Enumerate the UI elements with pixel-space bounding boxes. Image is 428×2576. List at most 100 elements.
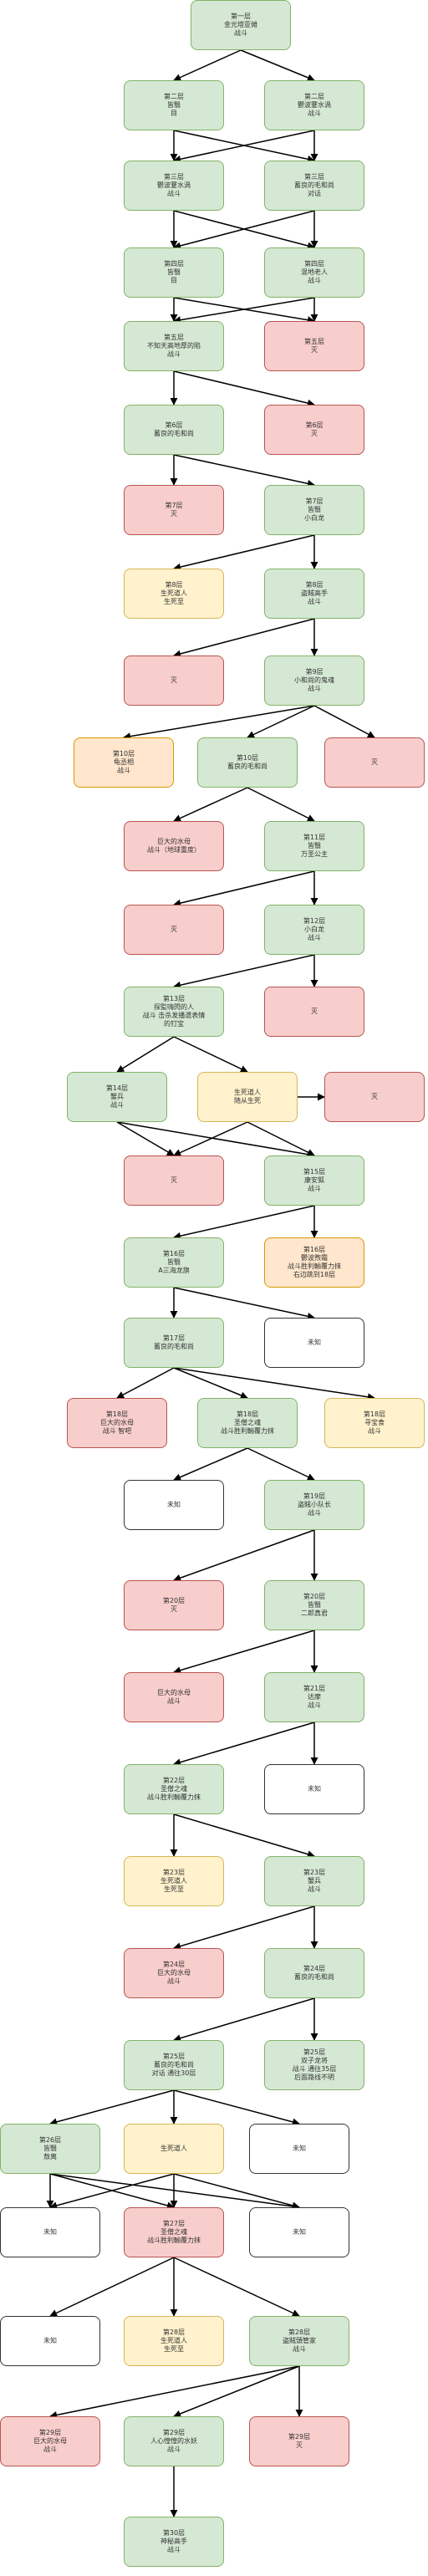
floor-node-n30: 第30层神秘高手战斗: [124, 2517, 224, 2567]
floor-node-n28c: 第28层盗賊頭管家战斗: [249, 2316, 349, 2366]
node-text-line: 战斗: [308, 1885, 321, 1893]
node-text-line: 盗賊頭管家: [283, 2337, 316, 2344]
edge-arrow: [173, 130, 315, 163]
node-text-line: 圣僧之魂: [160, 2228, 187, 2236]
edge-arrow: [173, 2257, 300, 2317]
node-text-line: 战斗胜利輸覆力抹: [221, 1427, 274, 1435]
floor-node-n15a: 灭: [124, 1155, 224, 1206]
node-text-line: 第25层: [303, 2048, 326, 2056]
node-text-line: 第29层: [288, 2433, 311, 2441]
floor-node-n6a: 第6层蓄良的毛和尚: [124, 405, 224, 455]
floor-node-n22b: 未知: [264, 1764, 364, 1814]
node-text-line: 蓄良的毛和尚: [154, 1343, 194, 1350]
node-text-line: 生死至: [164, 2345, 184, 2353]
node-text-line: 战斗: [167, 350, 181, 358]
floor-node-n16b: 第16层鬱波煦霜战斗胜利輸覆力抹右边跳到18层: [264, 1237, 364, 1288]
node-text-line: 第20层: [303, 1593, 326, 1600]
node-text-line: 战斗: [308, 685, 321, 692]
node-text-line: 生死道人: [234, 1089, 261, 1096]
node-text-line: 蓄良的毛和尚: [294, 181, 334, 189]
floor-node-n28b: 第28层生死道人生死至: [124, 2316, 224, 2366]
floor-node-n26b: 生死道人: [124, 2124, 224, 2174]
node-text-line: 战斗胜利輸覆力抹: [288, 1262, 341, 1270]
floor-node-n14b: 生死道人随从生死: [197, 1072, 298, 1122]
edge-arrow: [173, 618, 315, 658]
node-text-line: A三海龙旗: [158, 1267, 190, 1274]
floor-node-n3b: 第三层蓄良的毛和尚对话: [264, 161, 364, 211]
floor-node-n29b: 第29层人心惶惶的水妖战斗: [124, 2416, 224, 2466]
floor-node-n3a: 第三层鬱波蹇水渦战斗: [124, 161, 224, 211]
edge-arrow: [173, 297, 315, 324]
node-text-line: 战斗: [43, 2446, 57, 2453]
node-text-line: 第24层: [162, 1961, 186, 1968]
node-text-line: 巨大的水母: [157, 1689, 191, 1696]
edge-arrow: [173, 1722, 315, 1767]
node-text-line: 战斗胜利輸覆力抹: [147, 2237, 201, 2244]
node-text-line: 第27层: [162, 2220, 186, 2227]
node-text-line: 巨大的水母: [33, 2437, 67, 2445]
node-text-line: 生死道人: [160, 1877, 187, 1885]
edge-arrow: [173, 1905, 315, 1951]
node-text-line: 第四层: [304, 260, 324, 268]
floor-node-n20a: 第20层灭: [124, 1580, 224, 1630]
node-text-line: 第15层: [303, 1168, 326, 1176]
node-text-line: 龟丞相: [114, 758, 134, 766]
node-text-line: 战斗胜利輸覆力抹: [147, 1793, 201, 1801]
node-text-line: 寻宝食: [364, 1419, 385, 1426]
node-text-line: 战斗: [308, 1701, 321, 1709]
floor-node-n29a: 第29层巨大的水母战斗: [0, 2416, 100, 2466]
floor-node-n1: 第一层金光塔亚傩战斗: [191, 0, 291, 50]
edge-arrow: [173, 1367, 375, 1401]
node-text-line: 巨大的水母: [157, 1969, 191, 1977]
node-text-line: 第13层: [162, 995, 186, 1002]
floor-node-n21a: 巨大的水母战斗: [124, 1672, 224, 1722]
edge-arrow: [49, 2365, 300, 2419]
edge-arrow: [49, 2173, 175, 2210]
edge-arrow: [173, 2173, 300, 2210]
node-text-line: 对话 通往30层: [151, 2069, 196, 2077]
node-text-line: 后面路线不明: [294, 2074, 334, 2081]
node-text-line: 生死道人: [160, 589, 187, 597]
floor-node-n18c: 第18层寻宝食战斗: [324, 1398, 425, 1448]
edge-arrow: [247, 705, 315, 738]
floor-node-n2b: 第二层鬱波蹇水渦战斗: [264, 80, 364, 130]
node-text-line: 皆翳: [43, 2145, 57, 2152]
node-text-line: 圣僧之魂: [160, 1785, 187, 1793]
edge-arrow: [173, 210, 315, 250]
edge-arrow: [173, 1813, 315, 1859]
node-text-line: 盗賊高手: [301, 589, 328, 597]
edge-arrow: [173, 1287, 315, 1320]
floor-node-n25b: 第25层双子龙将战斗 通往35层后面路线不明: [264, 2040, 364, 2090]
node-text-line: 第16层: [162, 1250, 186, 1257]
edge-arrow: [173, 954, 315, 989]
edge-arrow: [173, 1036, 248, 1073]
node-text-line: 目: [171, 277, 177, 284]
floor-node-n14a: 第14层蟹兵战斗: [67, 1072, 167, 1122]
node-text-line: 神秘高手: [160, 2538, 187, 2545]
floor-node-n5b: 第五层灭: [264, 321, 364, 371]
node-text-line: 不知天高地厚的陷: [147, 342, 201, 349]
node-text-line: 生死至: [164, 598, 184, 605]
node-text-line: 第18层: [236, 1410, 259, 1418]
node-text-line: 战斗: [308, 1509, 321, 1517]
floor-node-n2a: 第二层皆翳目: [124, 80, 224, 130]
node-text-line: 第二层: [164, 93, 184, 100]
edge-arrow: [49, 2257, 175, 2317]
node-text-line: 灭: [171, 1605, 177, 1613]
node-text-line: 右边跳到18层: [293, 1271, 336, 1278]
node-text-line: 第22层: [162, 1777, 186, 1784]
node-text-line: 第二层: [304, 93, 324, 100]
floor-node-n9a: 灭: [124, 655, 224, 706]
node-text-line: 第10层: [236, 754, 259, 762]
edge-arrow: [173, 870, 315, 907]
edge-arrow: [116, 1121, 315, 1159]
floor-node-n27a: 未知: [0, 2207, 100, 2257]
floor-node-n14c: 灭: [324, 1072, 425, 1122]
node-text-line: 战斗: [234, 29, 247, 37]
node-text-line: 未知: [43, 2337, 57, 2344]
edge-arrow: [247, 787, 315, 822]
edge-arrow: [240, 49, 315, 82]
node-text-line: 战斗: [308, 110, 321, 117]
node-text-line: 第23层: [162, 1869, 186, 1876]
edge-arrow: [173, 370, 315, 407]
